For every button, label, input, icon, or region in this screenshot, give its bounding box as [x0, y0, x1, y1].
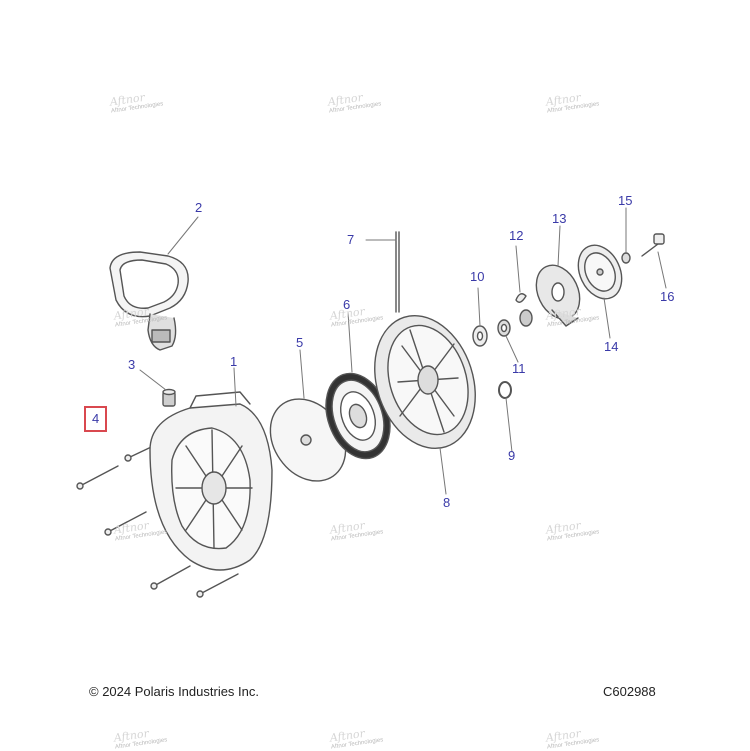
bushing-part — [162, 388, 176, 407]
pulley-part — [374, 314, 476, 450]
copyright-text: © 2024 Polaris Industries Inc. — [89, 684, 259, 699]
recoil-housing-part — [149, 391, 273, 571]
callout-16[interactable]: 16 — [660, 289, 675, 304]
callout-12[interactable]: 12 — [509, 228, 524, 243]
small-washer-part — [497, 319, 511, 337]
callout-8[interactable]: 8 — [443, 495, 451, 510]
callout-13[interactable]: 13 — [552, 211, 567, 226]
ratchet-part — [535, 264, 581, 327]
callout-6[interactable]: 6 — [343, 297, 351, 312]
leader-lines — [139, 207, 667, 495]
callout-7[interactable]: 7 — [347, 232, 355, 247]
callout-1[interactable]: 1 — [230, 354, 238, 369]
starter-rope-part — [395, 231, 400, 313]
cap-part — [577, 244, 623, 300]
callout-5[interactable]: 5 — [296, 335, 304, 350]
callout-4-highlighted[interactable]: 4 — [84, 406, 108, 432]
callout-3[interactable]: 3 — [128, 357, 136, 372]
nut-part — [621, 252, 631, 264]
callout-15[interactable]: 15 — [618, 193, 633, 208]
retainer-clip-part — [498, 381, 512, 399]
recoil-spring-part — [325, 372, 391, 460]
pawl-spring-part — [515, 293, 533, 327]
callout-2[interactable]: 2 — [195, 200, 203, 215]
callout-10[interactable]: 10 — [470, 269, 485, 284]
callout-11[interactable]: 11 — [512, 361, 526, 376]
screw-part — [641, 233, 665, 257]
starter-handle-part — [109, 251, 189, 351]
callout-14[interactable]: 14 — [604, 339, 619, 354]
washer-part — [472, 325, 488, 347]
callout-9[interactable]: 9 — [508, 448, 516, 463]
diagram-code: C602988 — [603, 684, 656, 699]
